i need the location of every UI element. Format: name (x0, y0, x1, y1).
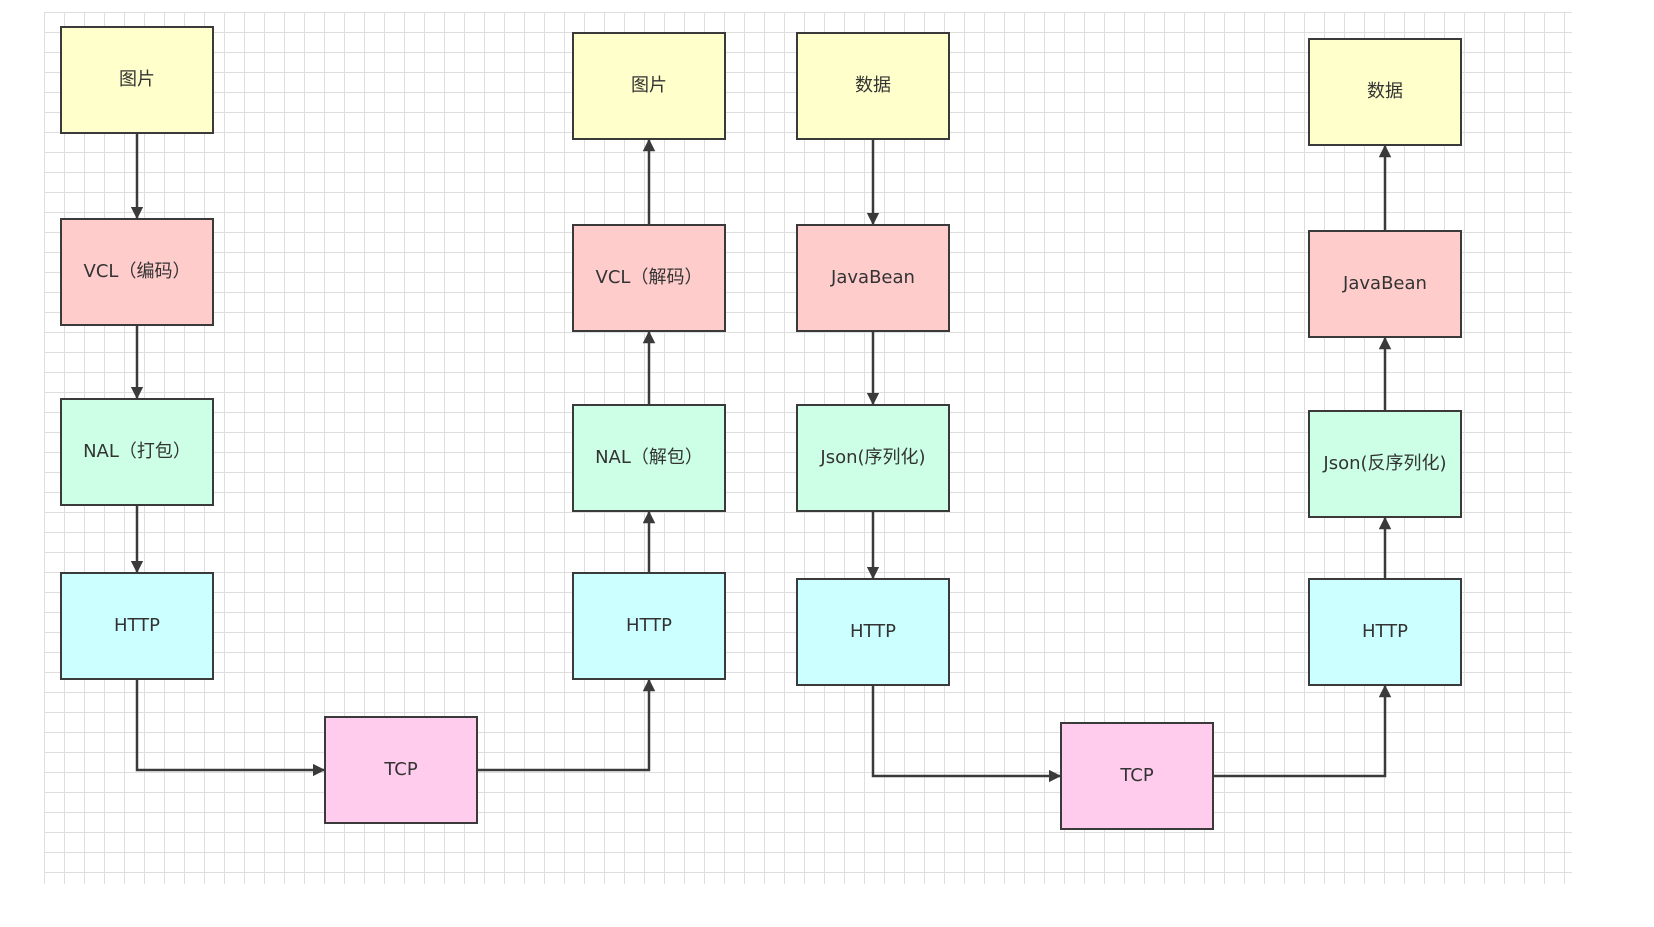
node-label: HTTP (1361, 620, 1409, 642)
node-tcp-2[interactable]: TCP (1060, 722, 1214, 830)
node-label: VCL（编码） (83, 260, 191, 282)
node-image-source[interactable]: 图片 (60, 26, 214, 134)
node-label: TCP (1120, 764, 1154, 786)
node-javabean-result[interactable]: JavaBean (1308, 230, 1462, 338)
node-label: NAL（解包） (595, 446, 703, 468)
node-image-result[interactable]: 图片 (572, 32, 726, 140)
node-http-send-2[interactable]: HTTP (796, 578, 950, 686)
node-label: 数据 (1367, 80, 1403, 102)
node-vcl-decode[interactable]: VCL（解码） (572, 224, 726, 332)
edge-tcp2-to-http4 (1214, 684, 1392, 778)
node-label: JavaBean (831, 266, 915, 288)
node-tcp-1[interactable]: TCP (324, 716, 478, 824)
node-http-receive-2[interactable]: HTTP (1308, 578, 1462, 686)
node-nal-unpack[interactable]: NAL（解包） (572, 404, 726, 512)
node-javabean-source[interactable]: JavaBean (796, 224, 950, 332)
node-nal-pack[interactable]: NAL（打包） (60, 398, 214, 506)
node-label: JavaBean (1343, 272, 1427, 294)
node-http-send-1[interactable]: HTTP (60, 572, 214, 680)
edge-http3-to-tcp2 (871, 686, 1062, 783)
node-json-serialize[interactable]: Json(序列化) (796, 404, 950, 512)
node-label: Json(序列化) (820, 446, 926, 468)
node-label: 数据 (855, 74, 891, 96)
node-label: HTTP (625, 614, 673, 636)
node-data-result[interactable]: 数据 (1308, 38, 1462, 146)
node-http-receive-1[interactable]: HTTP (572, 572, 726, 680)
node-vcl-encode[interactable]: VCL（编码） (60, 218, 214, 326)
edge-http1-to-tcp1 (135, 680, 326, 777)
node-label: 图片 (631, 74, 667, 96)
node-label: NAL（打包） (83, 440, 191, 462)
node-data-source[interactable]: 数据 (796, 32, 950, 140)
node-label: HTTP (849, 620, 897, 642)
node-json-deserialize[interactable]: Json(反序列化) (1308, 410, 1462, 518)
edge-tcp1-to-http2 (478, 678, 656, 772)
node-label: Json(反序列化) (1323, 452, 1447, 474)
node-label: HTTP (113, 614, 161, 636)
node-label: 图片 (119, 68, 155, 90)
node-label: TCP (384, 758, 418, 780)
node-label: VCL（解码） (595, 266, 703, 288)
